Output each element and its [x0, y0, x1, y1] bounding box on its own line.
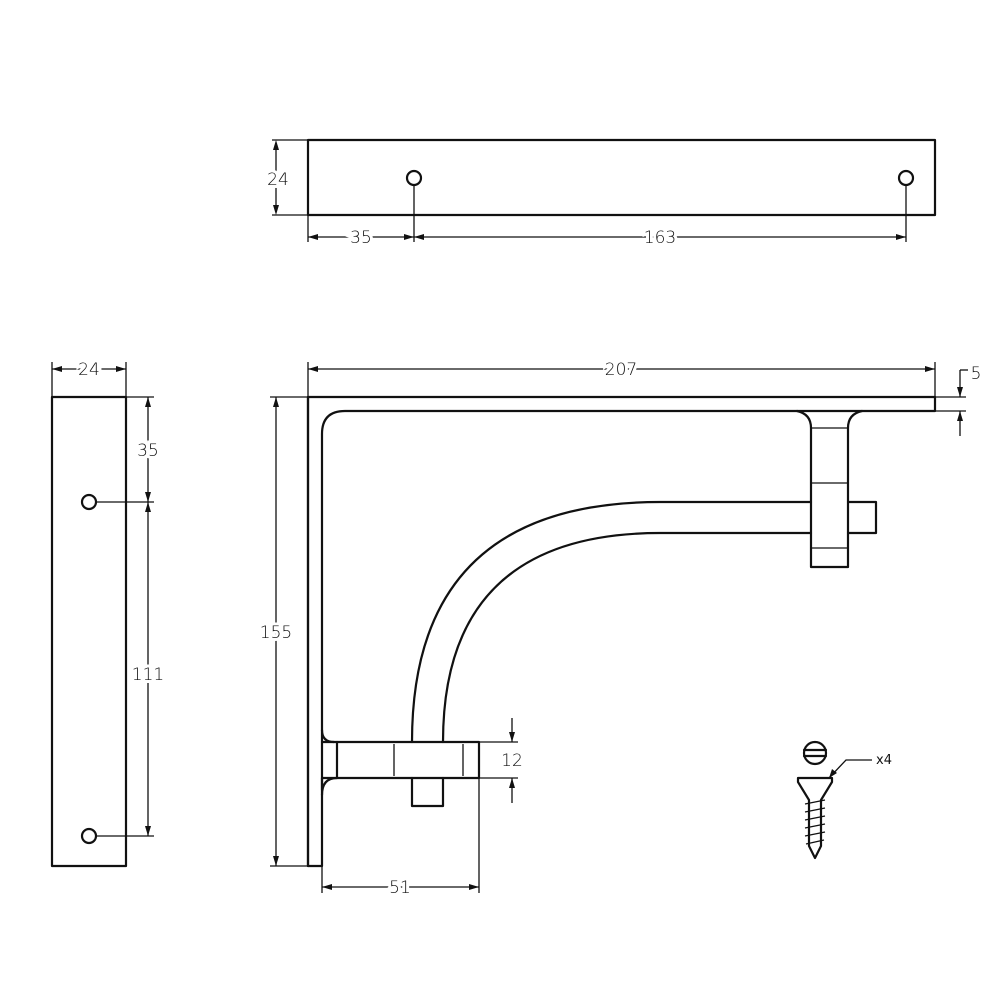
top-view-height-label: 24 [267, 170, 289, 190]
side-view-hole-dimensions: 35 111 [96, 396, 167, 837]
front-view: 207 5 155 [257, 357, 982, 901]
front-view-width-dimension: 207 [307, 357, 936, 397]
top-view-hole-dimensions: 35 163 [307, 185, 907, 251]
top-view-plate [306, 138, 937, 217]
top-view-hole-right [897, 169, 915, 187]
front-view-thickness-label: 5 [971, 364, 982, 384]
front-view-foot-length-dimension: 51 [321, 778, 480, 901]
front-view-foot-height-dimension: 12 [479, 718, 526, 803]
top-mount-block [795, 409, 864, 569]
top-view: 24 35 163 [264, 138, 937, 251]
screw-quantity-label: x4 [876, 753, 892, 768]
side-view-width-dimension: 24 [51, 357, 127, 397]
side-view-hole-bottom [80, 827, 98, 845]
front-view-width-label: 207 [605, 360, 637, 380]
front-view-height-dimension: 155 [257, 396, 308, 867]
bracket-curved-arm-inner [441, 531, 813, 744]
side-view-plate [50, 395, 128, 868]
side-view-width-label: 24 [78, 360, 100, 380]
top-view-hole-spacing-label: 163 [644, 228, 676, 248]
top-view-hole-left [405, 169, 423, 187]
side-view: 24 35 111 [50, 357, 167, 868]
bracket-outer-frame [306, 395, 937, 868]
front-view-foot-length-label: 51 [389, 878, 411, 898]
front-view-foot-height-label: 12 [501, 751, 523, 771]
countersunk-screw-icon: x4 [796, 740, 892, 860]
bottom-foot-block [320, 740, 481, 780]
front-view-thickness-dimension: 5 [935, 364, 981, 436]
side-view-hole-spacing-label: 111 [132, 665, 164, 685]
bottom-foot-stub [410, 776, 445, 808]
side-view-edge-to-hole-label: 35 [137, 441, 159, 461]
side-view-hole-top [80, 493, 98, 511]
bracket-curved-arm-outer [410, 500, 813, 744]
top-view-edge-to-hole-label: 35 [350, 228, 372, 248]
front-view-height-label: 155 [260, 623, 292, 643]
top-view-height-dimension: 24 [264, 139, 308, 216]
bracket-arm-tip [846, 500, 878, 535]
